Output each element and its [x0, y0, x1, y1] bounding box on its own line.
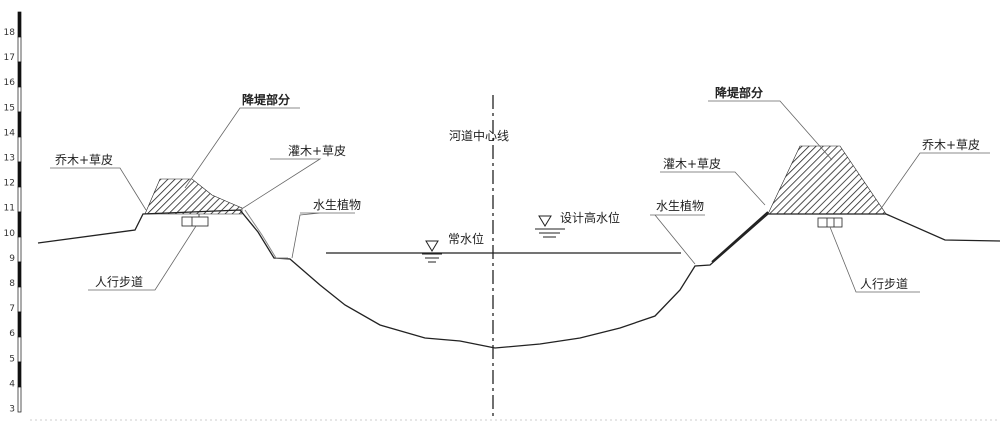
scale-tick-label: 18	[4, 28, 16, 38]
scale-tick-label: 16	[4, 78, 16, 88]
scale-tick-label: 10	[4, 229, 16, 239]
ground-profile	[38, 210, 1000, 348]
left-sidewalk-symbol	[182, 214, 208, 226]
centerline-label: 河道中心线	[449, 128, 509, 143]
scale-tick-label: 13	[4, 154, 15, 164]
scale-segment	[18, 162, 21, 187]
scale-tick-label: 6	[9, 329, 15, 339]
scale-segment	[18, 287, 21, 312]
left-lowered-dike	[145, 179, 242, 214]
scale-segment	[18, 212, 21, 237]
scale-segment	[18, 337, 21, 362]
scale-segment	[18, 37, 21, 62]
elevation-scale-bar: 18 17 16 15 14 13 12 11 10 9 8 7 6 5 4 3	[4, 12, 21, 415]
left-shrubs-turf-label: 灌木+草皮	[288, 144, 346, 158]
design-high-water-level-label: 设计高水位	[560, 210, 620, 225]
scale-segment	[18, 312, 21, 337]
right-shrubs-turf-label: 灌木+草皮	[663, 157, 721, 171]
scale-tick-label: 4	[9, 379, 15, 389]
scale-segment	[18, 87, 21, 112]
scale-segment	[18, 362, 21, 387]
scale-segment	[18, 187, 21, 212]
scale-tick-label: 3	[9, 405, 15, 415]
scale-segment	[18, 137, 21, 162]
right-sidewalk-label: 人行步道	[860, 277, 908, 291]
right-lowered-dike-label: 降堤部分	[715, 85, 763, 100]
scale-segment	[18, 112, 21, 137]
right-lowered-dike	[768, 146, 886, 214]
left-shrub-slope	[245, 210, 288, 258]
scale-segment	[18, 62, 21, 87]
scale-segment	[18, 262, 21, 287]
scale-segment	[18, 387, 21, 412]
scale-tick-label: 11	[4, 204, 15, 214]
scale-tick-label: 17	[4, 53, 15, 63]
scale-tick-label: 7	[9, 304, 15, 314]
scale-tick-label: 12	[4, 179, 15, 189]
left-aquatic-plants-label: 水生植物	[313, 197, 361, 212]
right-shrub-slope	[712, 212, 768, 262]
scale-segment	[18, 12, 21, 37]
scale-tick-label: 14	[4, 128, 16, 138]
right-aquatic-plants-label: 水生植物	[656, 198, 704, 213]
scale-segment	[18, 237, 21, 262]
scale-tick-label: 5	[9, 354, 15, 364]
left-lowered-dike-label: 降堤部分	[242, 92, 290, 107]
right-trees-turf-label: 乔木+草皮	[922, 138, 980, 152]
scale-tick-label: 9	[9, 254, 15, 264]
scale-tick-label: 15	[4, 103, 15, 113]
normal-water-level-label: 常水位	[448, 231, 484, 246]
normal-water-level-icon	[422, 241, 442, 262]
left-trees-turf-label: 乔木+草皮	[55, 153, 113, 167]
left-sidewalk-label: 人行步道	[95, 275, 143, 289]
scale-tick-label: 8	[9, 279, 15, 289]
right-sidewalk-symbol	[818, 218, 842, 227]
